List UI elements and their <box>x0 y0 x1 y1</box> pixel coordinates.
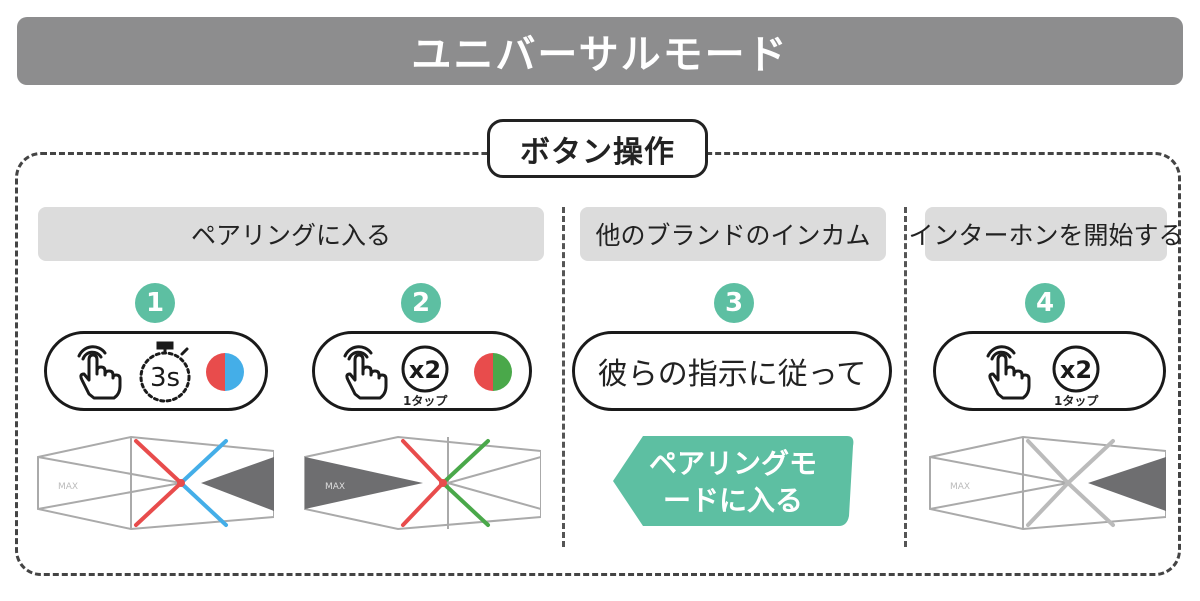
group-divider <box>904 207 907 547</box>
step1-action-pill: 3s <box>44 331 268 411</box>
section-title: ボタン操作 <box>520 134 675 170</box>
double-tap-icon: x2 <box>401 345 449 393</box>
pairing-mode-text: ペアリングモ ードに入る <box>611 445 855 519</box>
device-brand: MAX <box>325 482 345 492</box>
group-header-other-brand: 他のブランドのインカム <box>580 207 886 261</box>
count-label: x2 <box>409 356 441 384</box>
duration-label: 3s <box>150 363 180 393</box>
step-number: 3 <box>724 288 744 318</box>
step3-instruction-pill: 彼らの指示に従って <box>572 331 892 411</box>
mode-banner: ユニバーサルモード <box>17 17 1183 85</box>
device-brand: MAX <box>950 482 970 492</box>
pairing-mode-line: ードに入る <box>662 484 803 517</box>
tap-note: 1タップ <box>403 394 448 408</box>
step-number-badge: 3 <box>714 283 754 323</box>
step-number-badge: 4 <box>1025 283 1065 323</box>
pairing-mode-tag <box>613 436 854 526</box>
stopwatch-icon: 3s <box>139 341 191 403</box>
device-brand: MAX <box>58 482 78 492</box>
device-illustration-step4: MAX <box>929 435 1166 531</box>
step-number-badge: 2 <box>401 283 441 323</box>
led-red-blue-icon <box>206 353 244 391</box>
step4-action-pill: x2 1タップ <box>933 331 1166 411</box>
step2-action-pill: x2 1タップ <box>312 331 532 411</box>
step-number-badge: 1 <box>135 283 175 323</box>
instruction-text: 彼らの指示に従って <box>597 357 867 392</box>
group-label-other-brand: 他のブランドのインカム <box>595 221 871 250</box>
device-illustration-step2: MAX <box>304 435 541 531</box>
group-divider <box>562 207 565 547</box>
group-header-pairing: ペアリングに入る <box>38 207 544 261</box>
pairing-mode-line: ペアリングモ <box>648 447 817 480</box>
hand-press-icon <box>77 345 122 400</box>
step-number: 4 <box>1035 288 1055 318</box>
group-header-intercom: インターホンを開始する <box>909 207 1184 261</box>
group-label-pairing: ペアリングに入る <box>190 221 391 250</box>
mode-title: ユニバーサルモード <box>411 32 789 78</box>
group-label-intercom: インターホンを開始する <box>908 221 1184 250</box>
step-number: 1 <box>145 288 165 318</box>
hand-press-icon <box>986 345 1031 400</box>
hand-press-icon <box>343 345 388 400</box>
count-label: x2 <box>1060 356 1092 384</box>
step-number: 2 <box>411 288 431 318</box>
section-title-pill: ボタン操作 <box>487 119 708 178</box>
device-illustration-step1: MAX <box>37 435 274 531</box>
double-tap-icon: x2 <box>1052 345 1100 393</box>
tap-note: 1タップ <box>1054 394 1099 408</box>
led-red-green-icon <box>474 353 512 391</box>
